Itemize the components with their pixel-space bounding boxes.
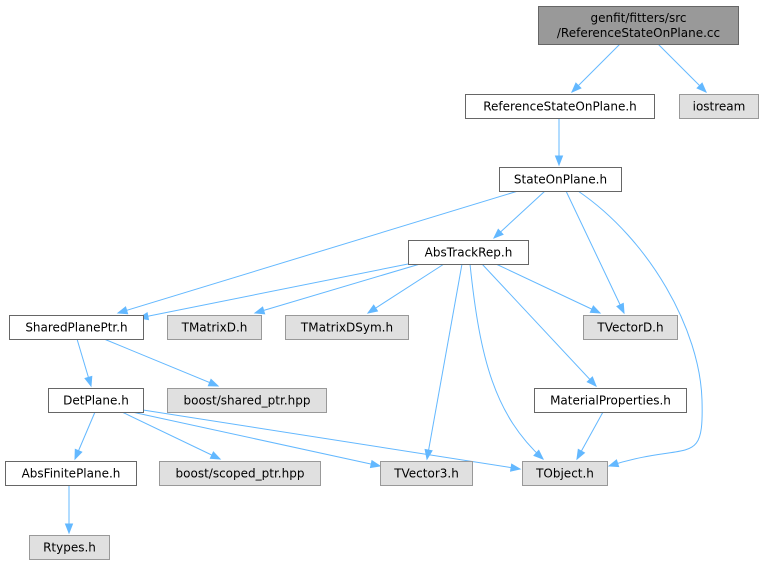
node-label: TMatrixD.h: [181, 321, 248, 335]
edge-material_properties_h-to-tobject_h: [576, 411, 604, 461]
arrowhead: [607, 459, 620, 468]
arrowhead: [589, 305, 602, 314]
arrowhead: [253, 306, 266, 315]
edge-det_plane_h-to-tobject_h: [142, 409, 522, 472]
node-boost-shared-ptr-hpp: boost/shared_ptr.hpp: [167, 388, 327, 413]
arrowhead: [576, 448, 586, 461]
edge-abs_track_rep_h-to-tmatrixdsym_h: [366, 263, 445, 314]
node-root: genfit/fitters/src/ReferenceStateOnPlane…: [538, 6, 739, 45]
node-tvectord-h: TVectorD.h: [583, 315, 678, 340]
edge-state_on_plane_h-to-shared_plane_ptr_h: [116, 190, 519, 315]
edge-state_on_plane_h-to-tobject_h: [577, 190, 703, 468]
node-label: TVectorD.h: [596, 321, 663, 335]
node-box: [408, 240, 529, 265]
node-box: [5, 461, 137, 486]
arrowhead: [616, 302, 625, 315]
node-label: TObject.h: [535, 467, 594, 481]
node-label: genfit/fitters/src: [590, 11, 686, 25]
arrowhead: [209, 451, 222, 460]
node-label: TMatrixDSym.h: [300, 321, 393, 335]
edge-root-to-iostream: [657, 43, 707, 93]
node-tobject-h: TObject.h: [522, 461, 608, 486]
arrowhead: [369, 459, 382, 469]
node-boost-scoped-ptr-hpp: boost/scoped_ptr.hpp: [159, 461, 321, 486]
node-box: [538, 6, 739, 45]
node-label: SharedPlanePtr.h: [25, 321, 127, 335]
node-label: StateOnPlane.h: [514, 173, 607, 187]
node-box: [48, 388, 144, 413]
edge-det_plane_h-to-tvector3_h: [131, 411, 382, 469]
arrowhead: [74, 448, 83, 461]
edge-state_on_plane_h-to-tvectord_h: [565, 190, 625, 315]
edge-abs_track_rep_h-to-tmatrixd_h: [253, 263, 421, 315]
node-material-properties-h[interactable]: MaterialProperties.h: [534, 388, 687, 413]
arrowhead: [571, 82, 582, 93]
node-tmatrixd-h: TMatrixD.h: [167, 315, 262, 340]
node-abs-track-rep-h[interactable]: AbsTrackRep.h: [408, 240, 529, 265]
node-box: [167, 315, 262, 340]
edge-abs_track_rep_h-to-tvectord_h: [495, 263, 602, 314]
node-state-on-plane-h[interactable]: StateOnPlane.h: [499, 167, 622, 192]
node-abs-finite-plane-h[interactable]: AbsFinitePlane.h: [5, 461, 137, 486]
arrowhead: [207, 378, 220, 387]
node-tmatrixdsym-h: TMatrixDSym.h: [285, 315, 409, 340]
arrowhead: [116, 306, 129, 315]
node-label: /ReferenceStateOnPlane.cc: [557, 26, 720, 40]
node-box: [534, 388, 687, 413]
edge-abs_track_rep_h-to-material_properties_h: [481, 263, 597, 388]
edge-det_plane_h-to-abs_finite_plane_h: [74, 411, 96, 461]
edge-abs_finite_plane_h-to-rtypes_h: [64, 485, 74, 535]
edge-det_plane_h-to-boost_scoped_ptr_hpp: [121, 411, 222, 460]
node-box: [167, 388, 327, 413]
edge-shared_plane_ptr_h-to-det_plane_h: [76, 338, 93, 388]
node-label: iostream: [693, 100, 746, 114]
node-label: AbsFinitePlane.h: [22, 467, 121, 481]
node-label: ReferenceStateOnPlane.h: [483, 100, 637, 114]
arrowhead: [492, 228, 504, 239]
edge-reference_state_on_plane_h-to-state_on_plane_h: [554, 118, 564, 167]
node-box: [522, 461, 608, 486]
arrowhead: [554, 155, 564, 167]
edge-root-to-reference_state_on_plane_h: [571, 43, 621, 93]
node-box: [583, 315, 678, 340]
node-label: DetPlane.h: [63, 394, 129, 408]
node-label: Rtypes.h: [43, 541, 96, 555]
node-label: TVector3.h: [393, 467, 459, 481]
node-box: [380, 461, 473, 486]
edge-abs_track_rep_h-to-tobject_h: [469, 263, 545, 460]
node-box: [159, 461, 321, 486]
node-shared-plane-ptr-h[interactable]: SharedPlanePtr.h: [9, 315, 144, 340]
node-rtypes-h: Rtypes.h: [29, 535, 110, 560]
node-det-plane-h[interactable]: DetPlane.h: [48, 388, 144, 413]
node-label: boost/scoped_ptr.hpp: [176, 467, 305, 481]
edge-state_on_plane_h-to-abs_track_rep_h: [492, 190, 546, 239]
arrowhead: [533, 449, 545, 460]
arrowhead: [696, 82, 707, 93]
node-label: MaterialProperties.h: [550, 394, 671, 408]
arrowhead: [509, 463, 522, 472]
node-box: [679, 94, 759, 119]
node-label: AbsTrackRep.h: [425, 246, 513, 260]
node-tvector3-h: TVector3.h: [380, 461, 473, 486]
arrowhead: [586, 376, 597, 388]
node-label: boost/shared_ptr.hpp: [184, 394, 311, 408]
node-box: [465, 94, 655, 119]
nodes-layer: genfit/fitters/src/ReferenceStateOnPlane…: [5, 6, 759, 560]
node-box: [29, 535, 110, 560]
node-iostream: iostream: [679, 94, 759, 119]
edge-shared_plane_ptr_h-to-boost_shared_ptr_hpp: [103, 338, 220, 387]
arrowhead: [84, 375, 93, 388]
node-box: [285, 315, 409, 340]
node-reference-state-on-plane-h[interactable]: ReferenceStateOnPlane.h: [465, 94, 655, 119]
edge-abs_track_rep_h-to-tvector3_h: [424, 263, 463, 461]
arrowhead: [366, 304, 379, 314]
node-box: [499, 167, 622, 192]
arrowhead: [64, 523, 74, 535]
node-box: [9, 315, 144, 340]
edge-abs_track_rep_h-to-shared_plane_ptr_h: [137, 263, 409, 321]
